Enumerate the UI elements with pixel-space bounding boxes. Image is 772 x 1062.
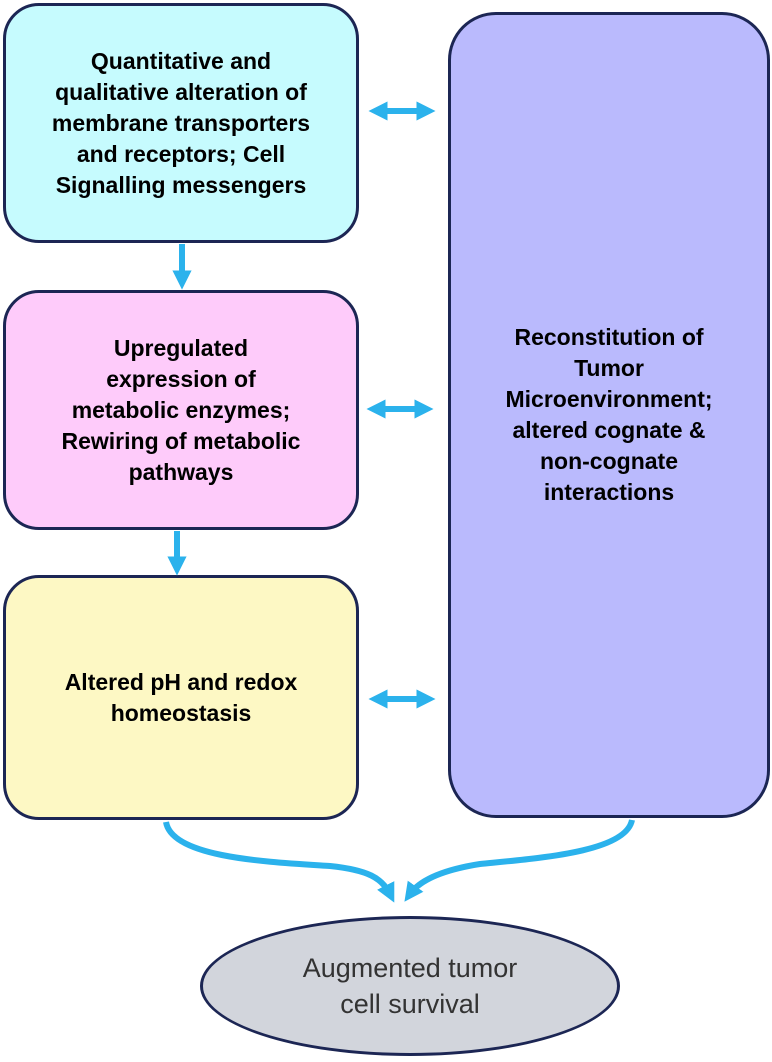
box-membrane-transporters: Quantitative and qualitative alteration … xyxy=(3,3,359,243)
box-membrane-transporters-text: Quantitative and qualitative alteration … xyxy=(51,47,311,198)
box-metabolic-enzymes-text: Upregulated expression of metabolic enzy… xyxy=(61,334,301,485)
arrow-ph-to-outcome xyxy=(163,821,395,903)
outcome-text: Augmented tumor cell survival xyxy=(302,953,518,1019)
arrow-tme-to-outcome xyxy=(404,819,635,902)
outcome-ellipse: Augmented tumor cell survival xyxy=(200,916,620,1056)
box-metabolic-enzymes: Upregulated expression of metabolic enzy… xyxy=(3,290,359,530)
box-tumor-microenvironment: Reconstitution of Tumor Microenvironment… xyxy=(448,12,770,818)
box-tumor-microenvironment-text: Reconstitution of Tumor Microenvironment… xyxy=(505,324,713,505)
box-ph-redox-text: Altered pH and redox homeostasis xyxy=(64,668,298,726)
box-ph-redox: Altered pH and redox homeostasis xyxy=(3,575,359,820)
